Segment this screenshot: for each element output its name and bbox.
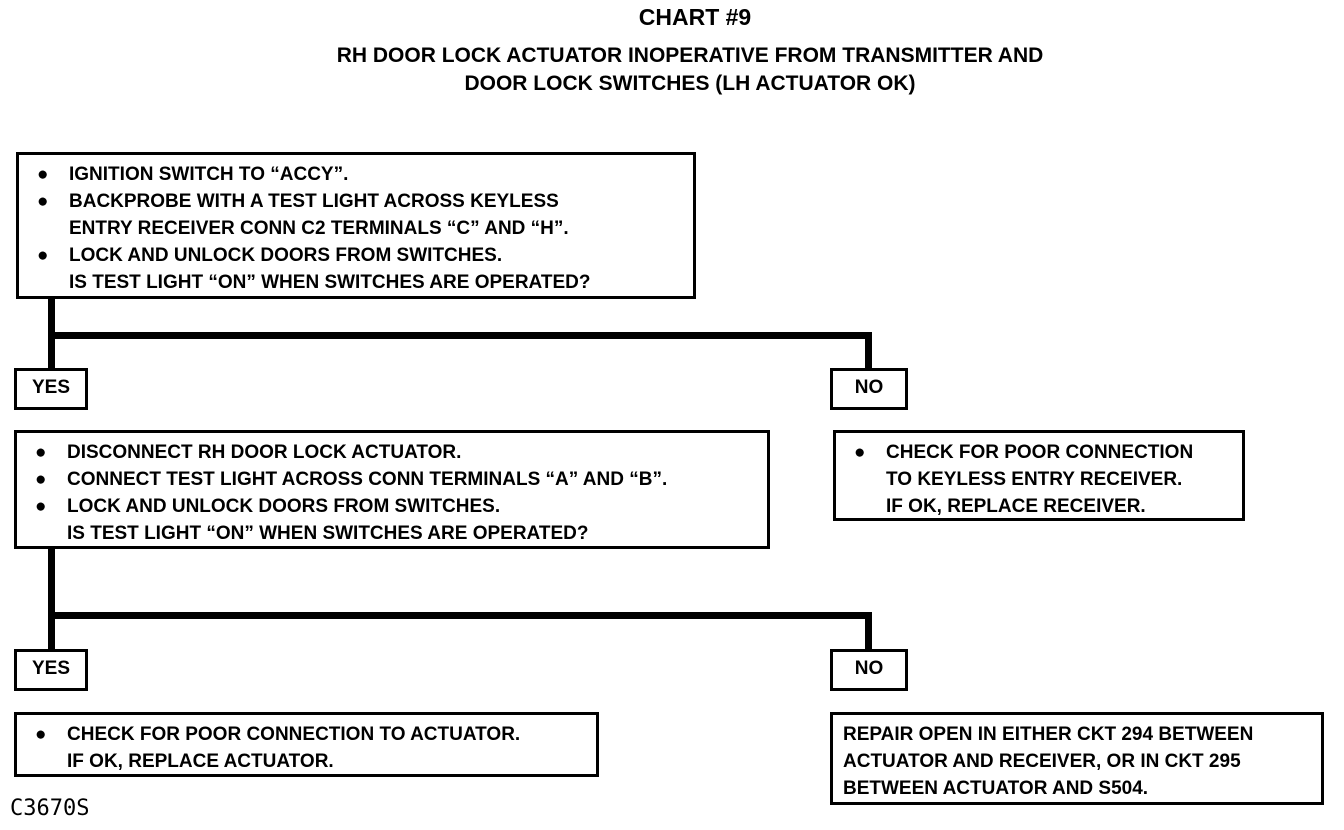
no1-result-list: ● CHECK FOR POOR CONNECTION TO KEYLESS E… — [854, 439, 1232, 520]
connector-line — [48, 545, 55, 652]
yes2-result-text: CHECK FOR POOR CONNECTION TO ACTUATOR. — [67, 724, 521, 745]
no2-result-text: ACTUATOR AND RECEIVER, OR IN CKT 295 — [843, 751, 1241, 772]
bullet-icon: ● — [35, 469, 47, 490]
no2-result-text: BETWEEN ACTUATOR AND S504. — [843, 778, 1149, 799]
chart-title: CHART #9 — [638, 4, 752, 30]
figure-code: C3670S — [10, 796, 90, 821]
step2-item: ● LOCK AND UNLOCK DOORS FROM SWITCHES. I… — [35, 493, 757, 547]
no2-result-text: REPAIR OPEN IN EITHER CKT 294 BETWEEN — [843, 724, 1254, 745]
step2-text: IS TEST LIGHT “ON” WHEN SWITCHES ARE OPE… — [67, 523, 589, 544]
step2-box: ● DISCONNECT RH DOOR LOCK ACTUATOR. ● CO… — [14, 430, 770, 549]
step2-item: ● DISCONNECT RH DOOR LOCK ACTUATOR. — [35, 439, 757, 466]
step1-text: LOCK AND UNLOCK DOORS FROM SWITCHES. — [69, 245, 503, 266]
step2-text: CONNECT TEST LIGHT ACROSS CONN TERMINALS… — [67, 469, 668, 490]
subtitle-line: RH DOOR LOCK ACTUATOR INOPERATIVE FROM T… — [336, 44, 1044, 67]
connector-line — [48, 332, 872, 339]
step1-text: BACKPROBE WITH A TEST LIGHT ACROSS KEYLE… — [69, 191, 559, 212]
step2-list: ● DISCONNECT RH DOOR LOCK ACTUATOR. ● CO… — [35, 439, 757, 547]
no1-result-text: TO KEYLESS ENTRY RECEIVER. — [886, 469, 1183, 490]
step1-item: ● BACKPROBE WITH A TEST LIGHT ACROSS KEY… — [37, 188, 683, 242]
no1-result-text: CHECK FOR POOR CONNECTION — [886, 442, 1194, 463]
yes2-result-item: ● CHECK FOR POOR CONNECTION TO ACTUATOR.… — [35, 721, 586, 775]
step1-text: IGNITION SWITCH TO “ACCY”. — [69, 164, 349, 185]
no-label: NO — [830, 649, 908, 691]
subtitle-line: DOOR LOCK SWITCHES (LH ACTUATOR OK) — [464, 72, 916, 95]
step2-item: ● CONNECT TEST LIGHT ACROSS CONN TERMINA… — [35, 466, 757, 493]
step1-box: ● IGNITION SWITCH TO “ACCY”. ● BACKPROBE… — [16, 152, 696, 299]
yes2-result-text: IF OK, REPLACE ACTUATOR. — [67, 751, 334, 772]
bullet-icon: ● — [37, 191, 49, 212]
no1-result-box: ● CHECK FOR POOR CONNECTION TO KEYLESS E… — [833, 430, 1245, 521]
no-label: NO — [830, 368, 908, 410]
no2-result-box: REPAIR OPEN IN EITHER CKT 294 BETWEEN AC… — [830, 712, 1324, 805]
yes2-result-list: ● CHECK FOR POOR CONNECTION TO ACTUATOR.… — [35, 721, 586, 775]
yes-label: YES — [14, 368, 88, 410]
bullet-icon: ● — [35, 496, 47, 517]
bullet-icon: ● — [35, 724, 47, 745]
step2-text: LOCK AND UNLOCK DOORS FROM SWITCHES. — [67, 496, 501, 517]
no1-result-item: ● CHECK FOR POOR CONNECTION TO KEYLESS E… — [854, 439, 1232, 520]
bullet-icon: ● — [35, 442, 47, 463]
bullet-icon: ● — [37, 164, 49, 185]
step1-item: ● IGNITION SWITCH TO “ACCY”. — [37, 161, 683, 188]
step1-item: ● LOCK AND UNLOCK DOORS FROM SWITCHES. I… — [37, 242, 683, 296]
bullet-icon: ● — [854, 442, 866, 463]
connector-line — [865, 332, 872, 370]
no1-result-text: IF OK, REPLACE RECEIVER. — [886, 496, 1146, 517]
step2-text: DISCONNECT RH DOOR LOCK ACTUATOR. — [67, 442, 462, 463]
yes2-result-box: ● CHECK FOR POOR CONNECTION TO ACTUATOR.… — [14, 712, 599, 777]
step1-text: IS TEST LIGHT “ON” WHEN SWITCHES ARE OPE… — [69, 272, 591, 293]
yes-label: YES — [14, 649, 88, 691]
connector-line — [865, 612, 872, 652]
chart-subtitle: RH DOOR LOCK ACTUATOR INOPERATIVE FROM T… — [0, 42, 1344, 98]
bullet-icon: ● — [37, 245, 49, 266]
connector-line — [48, 612, 872, 619]
step1-list: ● IGNITION SWITCH TO “ACCY”. ● BACKPROBE… — [37, 161, 683, 296]
step1-text: ENTRY RECEIVER CONN C2 TERMINALS “C” AND… — [69, 218, 569, 239]
